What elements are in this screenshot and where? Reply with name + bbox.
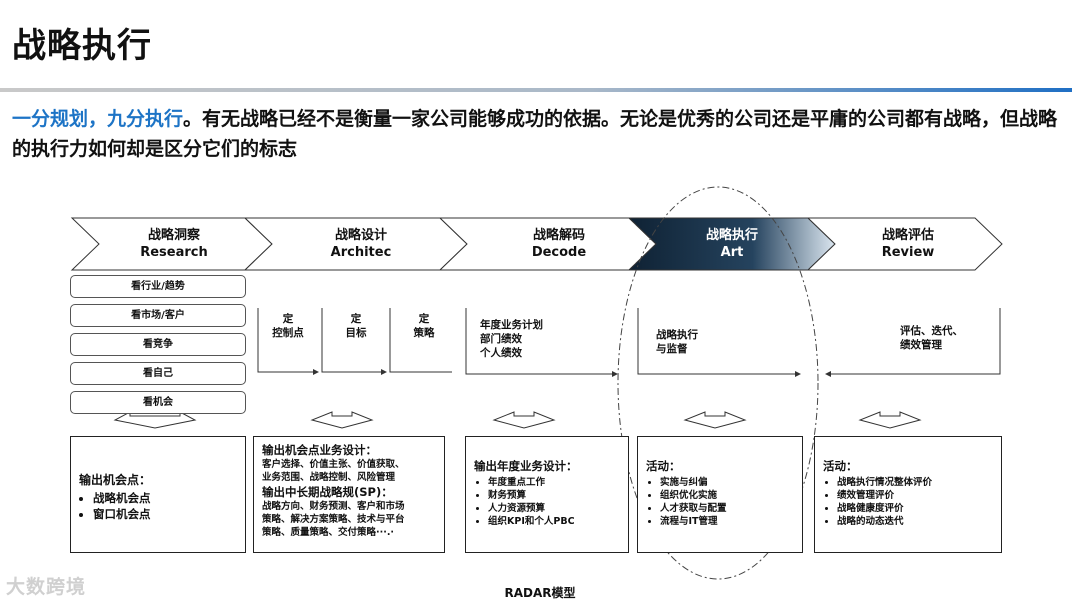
output-box-execute: 活动： 实施与纠偏 组织优化实施 人才获取与配置 流程与IT管理: [637, 436, 803, 553]
output-review-item: 战略健康度评价: [837, 502, 993, 515]
execute-note: 战略执行: [656, 329, 698, 341]
output-research-item: 窗口机会点: [93, 506, 237, 522]
stage-research-en: Research: [140, 245, 208, 260]
output-decode-item: 年度重点工作: [488, 476, 620, 489]
output-design-line: 策略、质量策略、交付策略···.·: [262, 527, 395, 538]
intro-highlight: 一分规划，九分执行: [12, 108, 184, 130]
output-execute-item: 组织优化实施: [660, 489, 794, 502]
stage-decode-label: 战略解码 Decode: [489, 227, 629, 261]
design-col-control-t2: 控制点: [272, 327, 304, 339]
design-flow: [257, 308, 1001, 377]
review-note: 评估、迭代、: [900, 325, 963, 337]
output-decode-head: 输出年度业务设计：: [474, 459, 578, 473]
review-notes: 评估、迭代、 绩效管理: [900, 324, 1000, 352]
stage-review-label: 战略评估 Review: [838, 227, 978, 261]
watermark-logo: 大数跨境: [6, 576, 87, 598]
output-decode-item: 组织KPI和个人PBC: [488, 515, 620, 528]
output-decode-item: 财务预算: [488, 489, 620, 502]
output-box-review: 活动： 战略执行情况整体评价 绩效管理评价 战略健康度评价 战略的动态迭代: [814, 436, 1002, 553]
output-design-head1: 输出机会点业务设计：: [262, 443, 377, 457]
intro-body: 。有无战略已经不是衡量一家公司能够成功的依据。无论是优秀的公司还是平庸的公司都有…: [12, 108, 1058, 160]
down-arrow-execute: [683, 411, 747, 429]
research-item: 看机会: [70, 391, 246, 414]
stage-decode-en: Decode: [531, 245, 587, 260]
research-item: 看竞争: [70, 333, 246, 356]
decode-note: 年度业务计划: [480, 319, 543, 331]
stage-review-cn: 战略评估: [881, 228, 934, 243]
stage-research-label: 战略洞察 Research: [104, 227, 244, 261]
output-research-item: 战略机会点: [93, 490, 237, 506]
execution-highlight-ellipse: [617, 186, 819, 580]
output-review-item: 战略执行情况整体评价: [837, 476, 993, 489]
output-research-head: 输出机会点：: [79, 473, 152, 487]
stage-architec-label: 战略设计 Architec: [291, 227, 431, 261]
execute-notes: 战略执行 与监督: [656, 328, 776, 356]
stage-chevron-review: [806, 217, 1003, 271]
output-design-line: 策略、解决方案策略、技术与平台: [262, 514, 405, 525]
review-note: 绩效管理: [900, 339, 942, 351]
output-review-item: 战略的动态迭代: [837, 515, 993, 528]
decode-notes: 年度业务计划 部门绩效 个人绩效: [480, 318, 610, 360]
output-design-head2: 输出中长期战略规(SP)：: [262, 485, 393, 499]
title-divider: [0, 88, 1072, 92]
research-item: 看市场/客户: [70, 304, 246, 327]
output-execute-item: 人才获取与配置: [660, 502, 794, 515]
output-box-decode: 输出年度业务设计： 年度重点工作 财务预算 人力资源预算 组织KPI和个人PBC: [465, 436, 629, 553]
output-execute-item: 流程与IT管理: [660, 515, 794, 528]
design-col-goal-t2: 目标: [345, 327, 367, 339]
intro-text: 一分规划，九分执行。有无战略已经不是衡量一家公司能够成功的依据。无论是优秀的公司…: [12, 104, 1072, 164]
stage-architec-cn: 战略设计: [334, 228, 387, 243]
execute-note: 与监督: [656, 343, 688, 355]
down-arrows: [113, 411, 922, 429]
design-col-goal: 定 目标: [336, 312, 376, 340]
diagram-caption: RADAR模型: [504, 586, 576, 600]
decode-note: 个人绩效: [480, 347, 522, 359]
stage-art-label: 战略执行 Art: [662, 227, 802, 261]
design-col-control-t1: 定: [282, 313, 294, 325]
design-col-strategy-t1: 定: [418, 313, 430, 325]
output-box-research: 输出机会点： 战略机会点 窗口机会点: [70, 436, 246, 553]
down-arrow-design: [310, 411, 374, 429]
page-title: 战略执行: [12, 26, 152, 66]
output-design-line: 客户选择、价值主张、价值获取、: [262, 459, 405, 470]
research-item: 看行业/趋势: [70, 275, 246, 298]
output-box-design: 输出机会点业务设计： 客户选择、价值主张、价值获取、 业务范围、战略控制、风险管…: [253, 436, 445, 553]
stage-art-cn: 战略执行: [705, 228, 758, 243]
output-review-item: 绩效管理评价: [837, 489, 993, 502]
output-execute-item: 实施与纠偏: [660, 476, 794, 489]
stage-review-en: Review: [881, 245, 935, 260]
design-col-strategy: 定 策略: [404, 312, 444, 340]
research-item: 看自己: [70, 362, 246, 385]
output-decode-item: 人力资源预算: [488, 502, 620, 515]
down-arrow-review: [858, 411, 922, 429]
output-design-line: 战略方向、财务预测、客户和市场: [262, 501, 405, 512]
output-review-head: 活动：: [823, 459, 858, 473]
design-col-control: 定 控制点: [268, 312, 308, 340]
output-design-line: 业务范围、战略控制、风险管理: [262, 472, 396, 483]
stage-architec-en: Architec: [330, 245, 392, 260]
decode-note: 部门绩效: [480, 333, 522, 345]
output-execute-head: 活动：: [646, 459, 681, 473]
stage-decode-cn: 战略解码: [532, 228, 585, 243]
design-col-strategy-t2: 策略: [413, 327, 435, 339]
stage-art-en: Art: [720, 245, 744, 260]
stage-research-cn: 战略洞察: [147, 228, 200, 243]
down-arrow-decode: [492, 411, 556, 429]
design-col-goal-t1: 定: [350, 313, 362, 325]
down-arrow-research: [113, 411, 197, 429]
